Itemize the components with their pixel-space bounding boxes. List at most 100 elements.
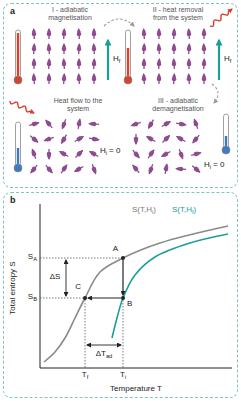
field-label: Hi= 0 [204, 160, 224, 170]
delta-label: ΔS [50, 272, 61, 281]
label-text: A [113, 244, 118, 253]
spin-ball [31, 151, 37, 157]
point-label: A [113, 244, 118, 253]
spin-ball [76, 151, 83, 158]
axis-title: Total entropy S [8, 261, 17, 314]
spin [156, 59, 161, 69]
spin [202, 74, 207, 84]
spin-arrow [90, 152, 99, 157]
spin-ball [187, 32, 192, 37]
spin-arrow [31, 165, 37, 173]
spin-ball [47, 47, 52, 52]
label-text: ) [153, 205, 156, 214]
thermometer [124, 30, 132, 84]
spin-ball [157, 47, 162, 52]
state-point [121, 296, 125, 300]
step-title: Heat flow to the system [52, 97, 104, 113]
label-text: Total entropy S [8, 261, 17, 314]
delta-label: ΔTad [96, 349, 113, 359]
thermometer [14, 30, 22, 84]
spin [47, 149, 52, 159]
subscript: ad [106, 353, 112, 359]
spin-arrow [46, 120, 52, 128]
spin-ball [31, 121, 37, 127]
thermometer-bulb [14, 76, 22, 84]
thermometer-bulb [222, 146, 230, 154]
spin-ball [193, 166, 199, 172]
spin [131, 120, 142, 128]
spin-arrow [62, 135, 67, 144]
spin-ball [157, 77, 162, 82]
heat-arrow [10, 101, 34, 113]
spin-ball [91, 151, 97, 157]
spin [61, 74, 66, 84]
label-text: C [75, 282, 81, 291]
spin-arrow [162, 152, 171, 157]
spin [29, 164, 39, 175]
spin-ball [172, 47, 177, 52]
spin [186, 74, 191, 84]
spin-ball [31, 166, 37, 172]
field-label: Hf [224, 54, 231, 64]
spin-ball [133, 166, 139, 172]
spin-ball [92, 62, 97, 67]
spin [46, 59, 51, 69]
thermometer [14, 122, 22, 172]
label-text: H [204, 160, 210, 169]
spin-arrow [75, 150, 82, 157]
thermometer-tube [224, 114, 229, 148]
spin [157, 29, 162, 39]
label-text: ) [194, 205, 197, 214]
state-point [121, 256, 125, 260]
spin-ball [163, 151, 169, 157]
label-text: H [100, 146, 106, 155]
spin-ball [142, 32, 147, 37]
spin-ball [46, 121, 52, 127]
subscript: i [106, 150, 107, 156]
delta-arrow [87, 345, 121, 346]
spin [61, 29, 66, 39]
spin-ball [142, 77, 147, 82]
field-label: Hi= 0 [100, 146, 120, 156]
cycle-arrow [212, 84, 218, 103]
spin-ball [193, 121, 199, 127]
spin-ball [142, 62, 147, 67]
spin [60, 134, 69, 145]
point-label: B [127, 299, 132, 308]
spin-ball [163, 136, 170, 143]
spin-ball [134, 137, 139, 142]
thermometer-tube [16, 122, 21, 166]
spin-ball [142, 47, 147, 52]
thermometer-bulb [124, 76, 132, 84]
subscript: f [230, 58, 232, 64]
spin-ball [148, 151, 154, 157]
spin [46, 44, 51, 54]
spin-ball [62, 62, 67, 67]
spin [187, 59, 192, 69]
spin-ball [178, 151, 184, 157]
spin [191, 164, 202, 174]
spin-ball [172, 77, 177, 82]
spin [47, 74, 52, 84]
spin-ball [91, 136, 96, 141]
entropy-curve [112, 234, 228, 338]
spin-ball [148, 121, 154, 127]
label-text: ΔS [50, 272, 61, 281]
label-text: = 0 [213, 160, 224, 169]
spin-ball [172, 62, 177, 67]
field-arrow [107, 40, 109, 80]
process-arrow [88, 297, 121, 298]
point-label: C [75, 282, 81, 291]
spin-arrow [133, 150, 139, 158]
step-title: III - adiabatic demagnetisation [149, 97, 207, 113]
spin-arrow [192, 166, 200, 172]
spin-lattice [31, 29, 96, 84]
spin [29, 120, 40, 127]
spin [44, 164, 54, 175]
guide-line [85, 300, 86, 368]
subscript: f [192, 209, 194, 215]
spin-ball [61, 121, 67, 127]
thermometer [222, 114, 230, 154]
field-label: Hf [113, 54, 120, 64]
